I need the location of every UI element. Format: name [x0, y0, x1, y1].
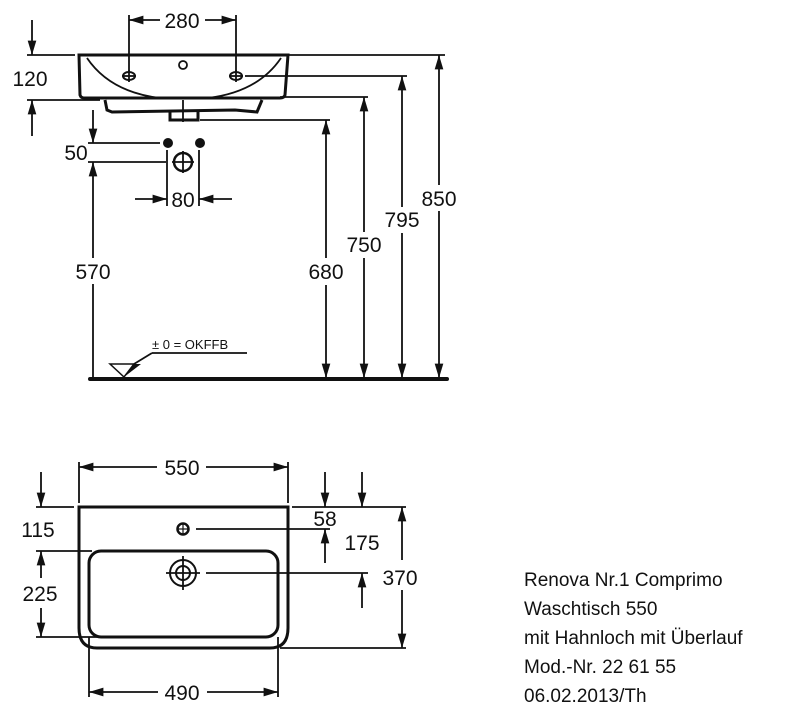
dim-overall-depth: 370 [382, 567, 417, 590]
basin-underside [103, 99, 264, 114]
level-marker-fill [124, 364, 141, 377]
top-view: 550 490 115 225 58 175 370 [21, 457, 417, 705]
dim-bowl-depth: 225 [22, 583, 57, 606]
overflow-hole [178, 60, 188, 70]
dim-basin-height: 120 [12, 68, 47, 91]
drain-stub [168, 110, 200, 122]
dim-top-height: 850 [421, 188, 456, 211]
basin-bowl [87, 549, 280, 639]
dim-drain-height: 680 [308, 261, 343, 284]
side-view: 280 120 50 570 80 680 750 [12, 10, 457, 381]
dim-tap-hole-from-back: 115 [21, 519, 54, 542]
dim-tap-hole-offset: 58 [313, 508, 336, 531]
tap-hole-top [176, 522, 190, 536]
title-product-options: mit Hahnloch mit Überlauf [524, 628, 743, 649]
basin-side-profile [77, 53, 290, 100]
floor-level-label: ± 0 = OKFFB [152, 337, 228, 352]
supply-connection-left [163, 138, 173, 148]
basin-inner-curve-right [207, 57, 282, 99]
title-block: Renova Nr.1 Comprimo Waschtisch 550 mit … [524, 566, 743, 711]
drain-top [166, 556, 200, 590]
title-date: 06.02.2013/Th [524, 686, 647, 707]
supply-connection-right [195, 138, 205, 148]
title-product-type: Waschtisch 550 [524, 599, 658, 620]
dim-bowl-width: 490 [164, 682, 199, 705]
title-model-number: Mod.-Nr. 22 61 55 [524, 657, 677, 678]
dim-overflow-height: 795 [384, 209, 419, 232]
dim-supply-spacing: 80 [171, 189, 194, 212]
leader-line [133, 352, 153, 365]
dim-tap-hole-spacing: 280 [164, 10, 199, 33]
dim-supply-height: 570 [75, 261, 110, 284]
title-product-name: Renova Nr.1 Comprimo [524, 570, 723, 591]
waste-connection [172, 151, 194, 173]
dim-supply-offset: 50 [64, 142, 87, 165]
basin-inner-curve-left [86, 57, 161, 99]
dim-underside-height: 750 [346, 234, 381, 257]
dim-overall-width: 550 [164, 457, 199, 480]
dim-drain-from-back: 175 [344, 532, 379, 555]
